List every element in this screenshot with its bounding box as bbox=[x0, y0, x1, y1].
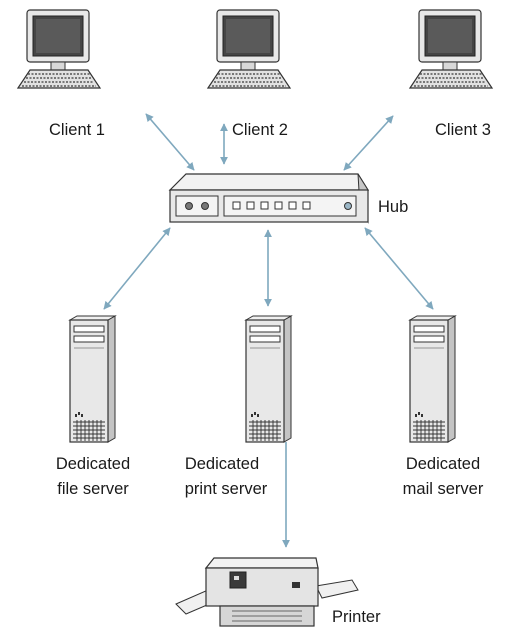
link-client3-hub bbox=[343, 115, 394, 171]
computer-icon bbox=[409, 9, 493, 89]
client-2: Client 2 bbox=[207, 9, 291, 139]
connections bbox=[103, 113, 434, 548]
client-2-label: Client 2 bbox=[232, 121, 288, 139]
server-tower-icon bbox=[409, 315, 456, 443]
hub: Hub bbox=[168, 173, 408, 224]
client-1: Client 1 bbox=[17, 9, 105, 139]
client-3: Client 3 bbox=[409, 9, 493, 139]
printer: Printer bbox=[175, 557, 381, 627]
mail-server-label-line2: mail server bbox=[403, 480, 484, 498]
computer-icon bbox=[207, 9, 291, 89]
print-server-label-line2: print server bbox=[185, 480, 268, 498]
client-3-label: Client 3 bbox=[435, 121, 491, 139]
print-server-label-line1: Dedicated bbox=[185, 455, 259, 473]
mail-server-label-line1: Dedicated bbox=[406, 455, 480, 473]
link-client1-hub bbox=[145, 113, 195, 171]
server-tower-icon bbox=[69, 315, 116, 443]
client-1-label: Client 1 bbox=[49, 121, 105, 139]
hub-label: Hub bbox=[378, 198, 408, 216]
printer-label: Printer bbox=[332, 608, 381, 626]
link-hub-mail-server bbox=[364, 227, 434, 310]
print-server: Dedicated print server bbox=[185, 315, 292, 498]
hub-icon bbox=[168, 173, 370, 224]
file-server-label-line1: Dedicated bbox=[56, 455, 130, 473]
file-server-label-line2: file server bbox=[57, 480, 129, 498]
computer-icon bbox=[17, 9, 101, 89]
printer-icon bbox=[175, 557, 359, 627]
mail-server: Dedicated mail server bbox=[403, 315, 484, 498]
link-hub-file-server bbox=[103, 227, 171, 310]
server-tower-icon bbox=[245, 315, 292, 443]
file-server: Dedicated file server bbox=[56, 315, 130, 498]
